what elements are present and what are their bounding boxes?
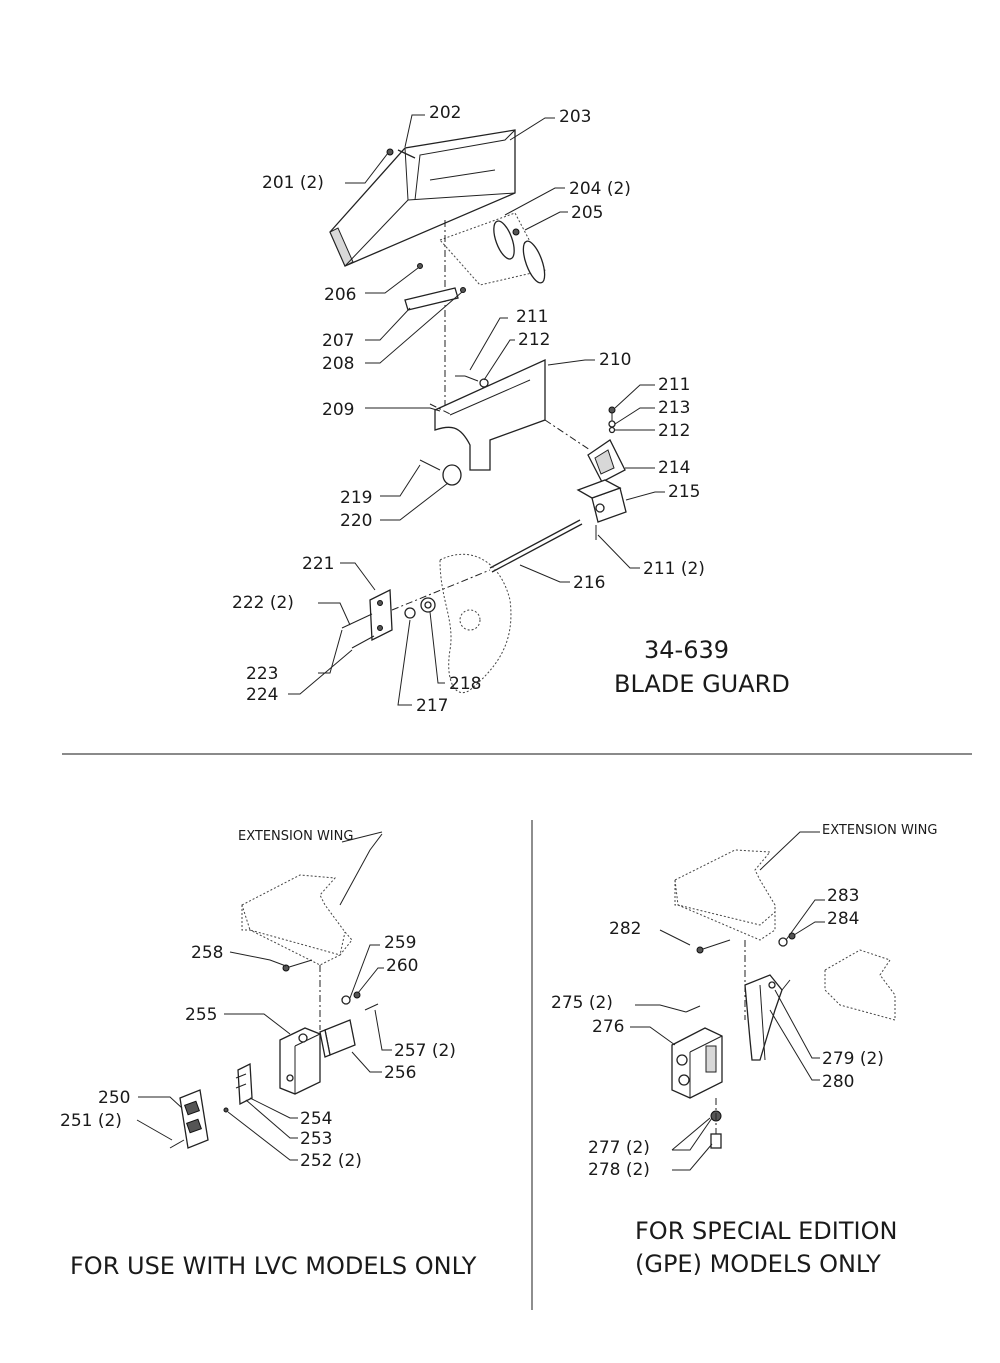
blade-guard-assembly: [329, 129, 627, 693]
callout-221: 221: [302, 554, 334, 574]
lvc-labels: EXTENSION WING 258 259 260 255 257 (2) 2…: [60, 829, 477, 1280]
callout-277: 277 (2): [588, 1138, 650, 1158]
callout-210: 210: [599, 350, 631, 370]
callout-203: 203: [559, 107, 591, 127]
callout-283: 283: [827, 886, 859, 906]
mounting-bracket: [369, 588, 393, 642]
blade-guard-labels: 202 203 201 (2) 204 (2) 205 206 207 208 …: [232, 103, 790, 716]
callout-252: 252 (2): [300, 1151, 362, 1171]
callout-218: 218: [449, 674, 481, 694]
blade-guard-leaders: [288, 114, 665, 706]
callout-282: 282: [609, 919, 641, 939]
callout-217: 217: [416, 696, 448, 716]
callout-251: 251 (2): [60, 1111, 122, 1131]
callout-211-top: 211: [516, 307, 548, 327]
callout-224: 224: [246, 685, 278, 705]
callout-214: 214: [658, 458, 690, 478]
callout-253: 253: [300, 1129, 332, 1149]
callout-284: 284: [827, 909, 859, 929]
model-number: 34-639: [644, 636, 729, 664]
callout-259: 259: [384, 933, 416, 953]
spreader-bracket: [404, 263, 466, 311]
collar: [404, 607, 416, 619]
callout-212-right: 212: [658, 421, 690, 441]
callout-279: 279 (2): [822, 1049, 884, 1069]
support-rod: [489, 519, 581, 569]
lvc-leaders: [136, 831, 392, 1161]
splitter-plate: [434, 358, 546, 471]
gpe-caption-line2: (GPE) MODELS ONLY: [635, 1250, 881, 1278]
saw-body-ghost: [439, 553, 512, 693]
knob: [442, 464, 462, 486]
assembly-name: BLADE GUARD: [614, 670, 790, 698]
callout-276: 276: [592, 1017, 624, 1037]
callout-216: 216: [573, 573, 605, 593]
callout-209: 209: [322, 400, 354, 420]
lvc-wing-label: EXTENSION WING: [238, 829, 353, 844]
gpe-labels: EXTENSION WING 283 284 282 275 (2) 276 2…: [551, 823, 937, 1278]
callout-205: 205: [571, 203, 603, 223]
gpe-wing-label: EXTENSION WING: [822, 823, 937, 838]
support-block: [576, 479, 627, 523]
callout-213: 213: [658, 398, 690, 418]
callout-260: 260: [386, 956, 418, 976]
callout-220: 220: [340, 511, 372, 531]
blade-ghost: [439, 212, 546, 286]
callout-254: 254: [300, 1109, 332, 1129]
callout-255: 255: [185, 1005, 217, 1025]
callout-256: 256: [384, 1063, 416, 1083]
callout-211-bottom: 211 (2): [643, 559, 705, 579]
gpe-caption-line1: FOR SPECIAL EDITION: [635, 1217, 897, 1245]
callout-202: 202: [429, 103, 461, 123]
lvc-caption: FOR USE WITH LVC MODELS ONLY: [70, 1252, 477, 1280]
callout-275: 275 (2): [551, 993, 613, 1013]
callout-212-top: 212: [518, 330, 550, 350]
gpe-leaders: [630, 831, 825, 1171]
knob-screw: [419, 459, 441, 471]
callout-223: 223: [246, 664, 278, 684]
callout-207: 207: [322, 331, 354, 351]
pin: [397, 149, 416, 159]
callout-222: 222 (2): [232, 593, 294, 613]
callout-206: 206: [324, 285, 356, 305]
callout-250: 250: [98, 1088, 130, 1108]
callout-204: 204 (2): [569, 179, 631, 199]
callout-258: 258: [191, 943, 223, 963]
callout-215: 215: [668, 482, 700, 502]
anti-kickback-pawls: [493, 220, 546, 284]
callout-211-right: 211: [658, 375, 690, 395]
callout-208: 208: [322, 354, 354, 374]
screw: [464, 375, 479, 382]
washer: [479, 378, 489, 388]
lvc-switch-assembly: [169, 874, 379, 1149]
support-bracket: [587, 439, 626, 483]
callout-278: 278 (2): [588, 1160, 650, 1180]
callout-280: 280: [822, 1072, 854, 1092]
guard-housing: [329, 129, 516, 267]
callout-257: 257 (2): [394, 1041, 456, 1061]
callout-201: 201 (2): [262, 173, 324, 193]
callout-219: 219: [340, 488, 372, 508]
nut: [386, 148, 394, 156]
gpe-switch-assembly: [671, 849, 896, 1149]
